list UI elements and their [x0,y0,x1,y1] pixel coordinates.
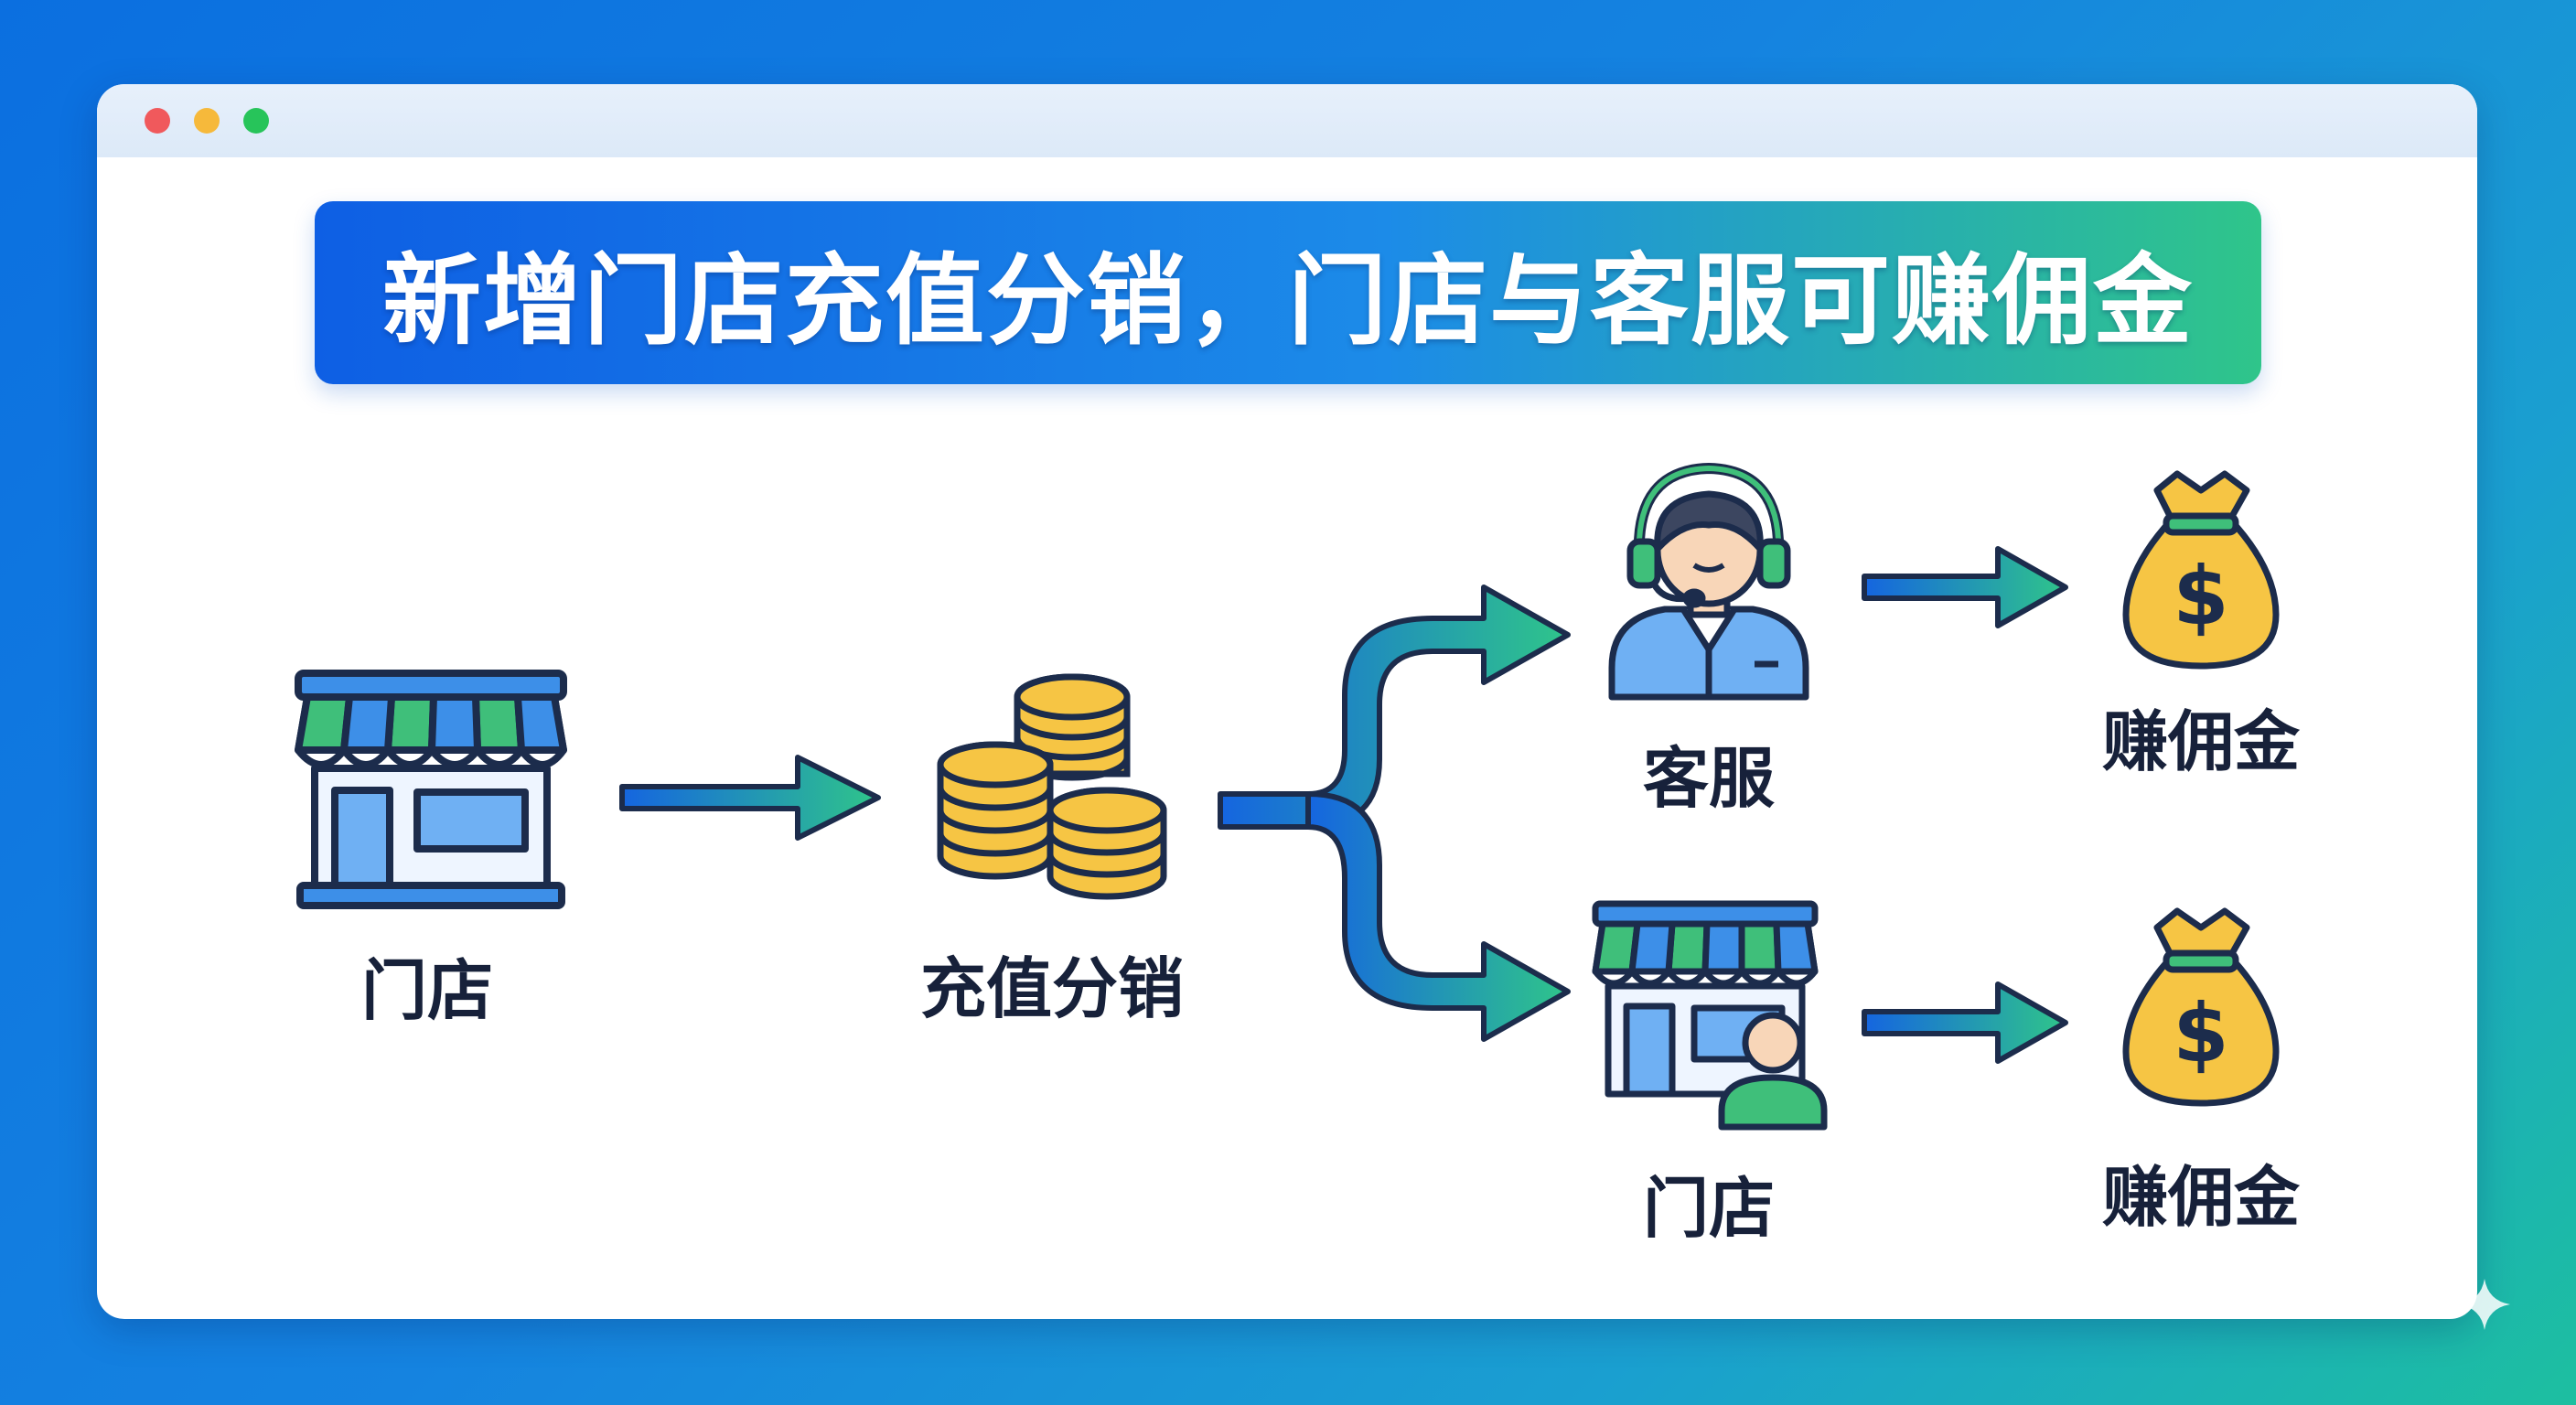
commission-top-label: 赚佣金 [2101,703,2301,780]
store-target-label: 门店 [1642,1170,1776,1247]
flow-arrow-store-to-recharge [619,755,881,841]
store-source-label: 门店 [360,952,494,1029]
branch-arrow-up [1218,585,1571,830]
branch-arrows [1218,585,1571,1042]
window-titlebar [97,84,2477,157]
store-with-person-icon [1592,900,1828,1131]
storefront-icon [295,670,567,909]
maximize-dot[interactable] [243,108,269,134]
branch-arrow-down [1305,791,1571,1042]
svg-text:$: $ [2173,986,2228,1080]
close-dot[interactable] [145,108,170,134]
svg-text:$: $ [2173,549,2228,643]
headset-agent-icon [1608,463,1809,701]
flow-arrow-store-to-commission [1862,981,2068,1064]
sparkle-icon [2459,1279,2510,1330]
flow-arrow-service-to-commission [1862,546,2068,628]
minimize-dot[interactable] [194,108,220,134]
money-bag-icon: $ [2122,470,2280,670]
title-banner: 新增门店充值分销，门店与客服可赚佣金 [315,201,2261,384]
customer-service-label: 客服 [1642,740,1776,817]
coin-stack-icon [937,673,1167,900]
money-bag-icon: $ [2122,907,2280,1107]
recharge-label: 充值分销 [919,950,1185,1027]
banner-title: 新增门店充值分销，门店与客服可赚佣金 [381,244,2194,359]
commission-bottom-label: 赚佣金 [2101,1159,2301,1236]
